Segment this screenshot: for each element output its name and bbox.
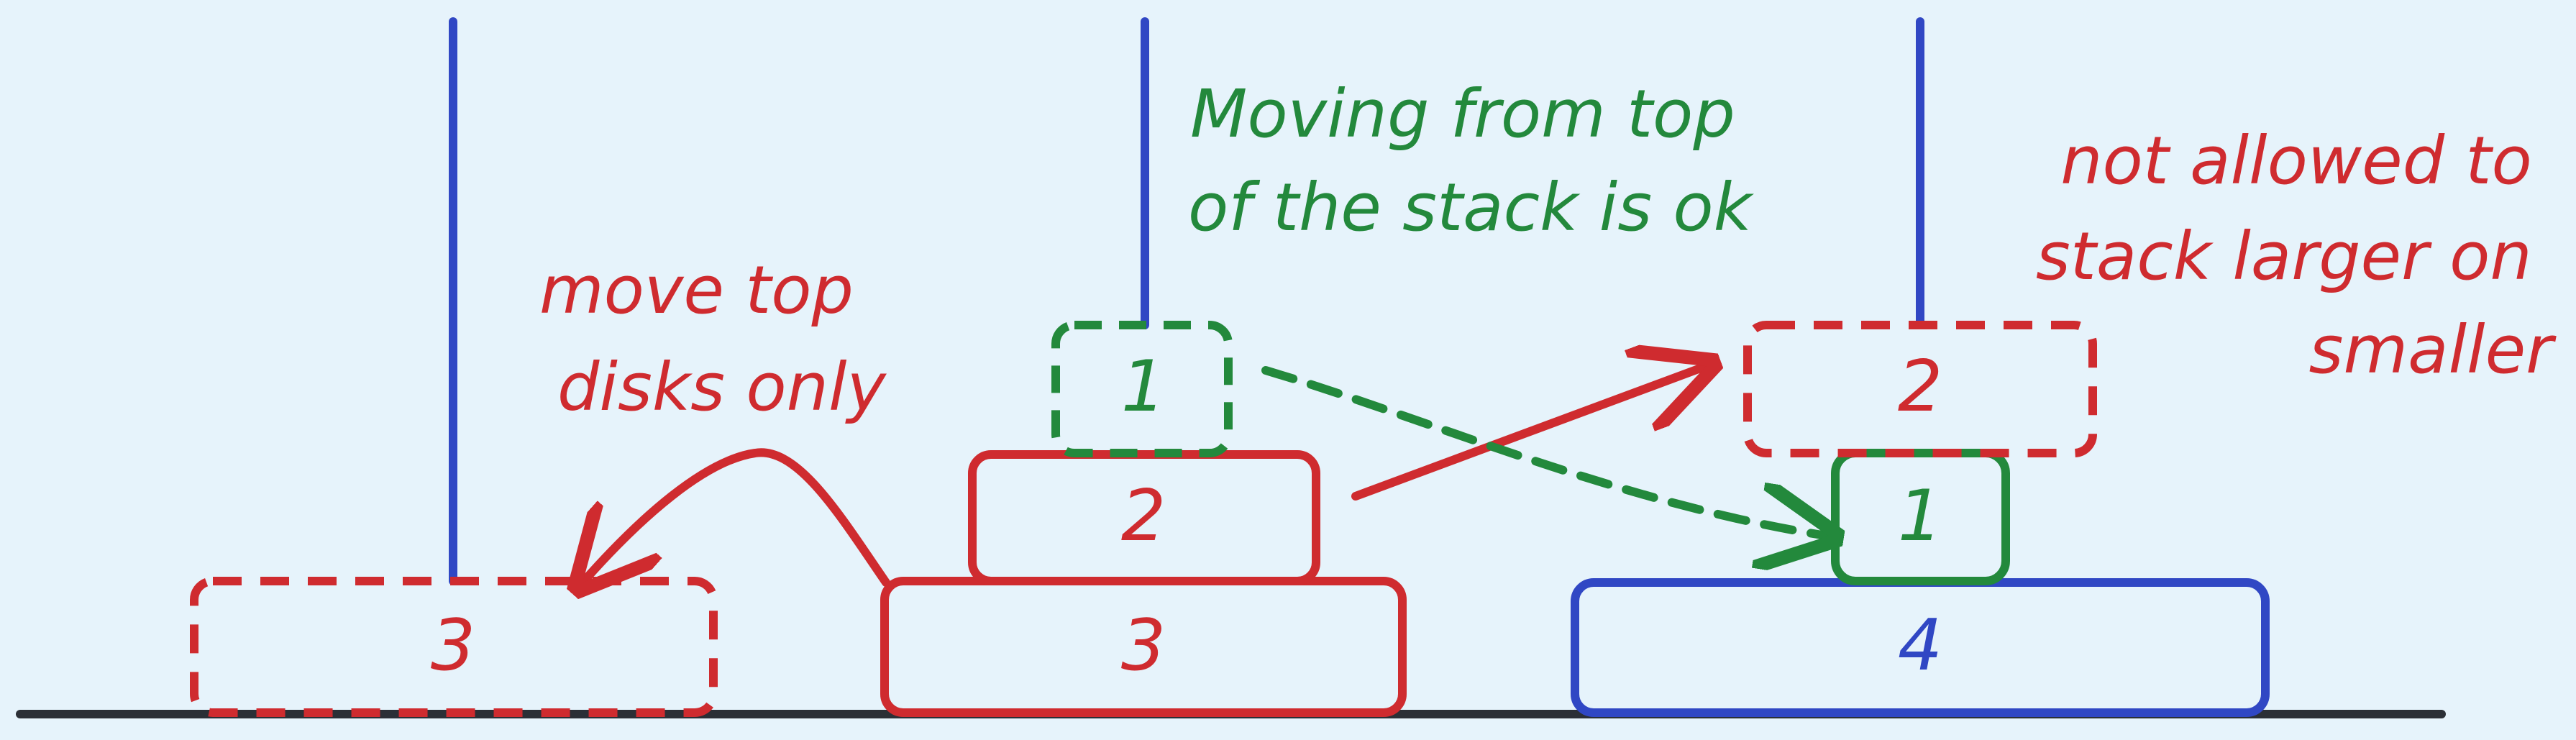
note-moving-ok-line-1: Moving from top — [1190, 76, 1735, 152]
disk-middle-bottom-label: 3 — [1121, 605, 1166, 687]
note-not-allowed: not allowed to stack larger on smaller — [2036, 122, 2557, 388]
disk-middle-bottom: 3 — [880, 577, 1407, 717]
disk-left-ghost-label: 3 — [431, 605, 475, 687]
disk-right-ghost: 2 — [1743, 321, 2097, 457]
note-moving-ok: Moving from top of the stack is ok — [1188, 76, 1756, 246]
note-moving-ok-line-2: of the stack is ok — [1188, 169, 1755, 246]
note-top-only-line-2: disks only — [557, 349, 887, 426]
arrow-invalid-straight — [1351, 367, 1704, 501]
disk-middle-top-ghost: 1 — [1051, 321, 1233, 457]
note-top-only: move top disks only — [539, 252, 887, 426]
disk-right-bottom-label: 4 — [1898, 605, 1942, 687]
disk-right-ghost-label: 2 — [1898, 346, 1942, 428]
disk-right-top-label: 1 — [1898, 475, 1942, 557]
disk-left-ghost: 3 — [190, 577, 718, 717]
disk-middle-top-ghost-label: 1 — [1121, 346, 1166, 428]
disk-right-top: 1 — [1831, 449, 2010, 585]
note-top-only-line-1: move top — [539, 252, 854, 329]
disk-right-bottom: 4 — [1571, 578, 2270, 717]
arrow-invalid-curve — [584, 448, 890, 583]
note-not-allowed-line-1: not allowed to — [2060, 122, 2532, 199]
disk-middle-mid: 2 — [968, 450, 1320, 585]
note-not-allowed-line-2: stack larger on — [2036, 218, 2532, 295]
note-not-allowed-line-3: smaller — [2309, 311, 2557, 388]
disk-middle-mid-label: 2 — [1121, 475, 1166, 557]
arrow-valid-dashed — [1261, 366, 1827, 536]
